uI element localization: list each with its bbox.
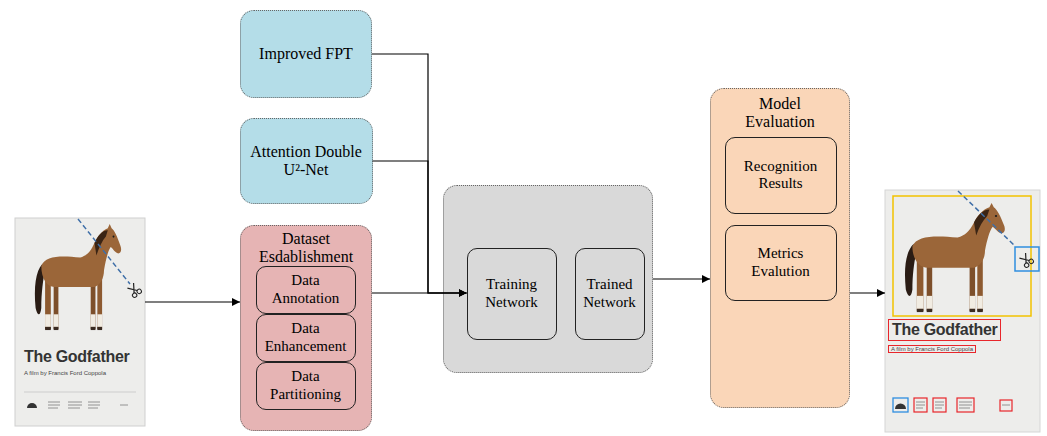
flow-arrow	[372, 54, 467, 293]
poster-rule	[24, 392, 136, 393]
group-heading: Model Evaluation	[730, 95, 830, 130]
input-poster: The Godfather A film by Francis Ford Copp…	[15, 218, 145, 426]
box-label: Data Enhancement	[261, 320, 351, 355]
step-box: Data Partitioning	[256, 362, 356, 410]
step-box: Data Enhancement	[256, 314, 356, 362]
detection-box	[893, 398, 908, 412]
result-box: Metrics Evalution	[725, 225, 837, 301]
studio-logo	[895, 404, 906, 409]
cut-line	[78, 219, 130, 284]
horse-figure	[905, 203, 1005, 312]
flow-arrow	[373, 161, 467, 293]
box-label: Data Partitioning	[261, 368, 351, 403]
credit-marks	[48, 402, 128, 408]
evaluation-box: Model EvaluationRecognition ResultsMetri…	[710, 88, 850, 408]
poster-title: The Godfather	[888, 319, 1001, 341]
studio-logo	[27, 403, 37, 408]
flow-arrow	[850, 292, 885, 293]
poster-subtitle: A film by Francis Ford Coppola	[888, 345, 976, 354]
dataset-box: Dataset EsdablishmentData AnnotationData…	[240, 225, 372, 431]
poster-title: The Godfather	[24, 348, 129, 366]
box-label: Training Network	[471, 276, 553, 311]
flow-arrow	[653, 278, 710, 279]
credit-marks	[916, 402, 1010, 408]
group-heading: Dataset Esdablishment	[241, 230, 371, 265]
step-box: Data Annotation	[256, 266, 356, 314]
scissors-icon	[1019, 252, 1035, 268]
box-label: Trained Network	[579, 276, 641, 311]
box-label: Improved FPT	[259, 45, 353, 63]
box-label: Attention Double U²-Net	[247, 143, 366, 180]
detection-box	[893, 196, 1031, 316]
method-box: Attention Double U²-Net	[240, 118, 373, 204]
flow-arrow	[145, 301, 240, 302]
method-box: Improved FPT	[240, 10, 372, 98]
flow-arrow	[372, 292, 467, 293]
detection-box	[1015, 247, 1039, 271]
network-group: Training Network Trained Network	[443, 185, 653, 373]
result-box: Recognition Results	[725, 137, 837, 214]
box-label: Recognition Results	[730, 158, 832, 193]
detection-box	[1000, 400, 1012, 411]
cut-line	[958, 191, 1014, 245]
horse-figure	[35, 224, 121, 330]
box-label: Metrics Evalution	[730, 245, 832, 280]
scissors-icon	[127, 282, 143, 298]
poster-ground	[885, 190, 1040, 432]
output-poster: The Godfather A film by Francis Ford Copp…	[885, 190, 1040, 432]
network-box: Training Network	[467, 248, 557, 340]
poster-subtitle: A film by Francis Ford Coppola	[24, 370, 106, 377]
box-label: Data Annotation	[261, 272, 351, 307]
poster-ground	[15, 218, 145, 426]
network-box: Trained Network	[575, 248, 645, 340]
